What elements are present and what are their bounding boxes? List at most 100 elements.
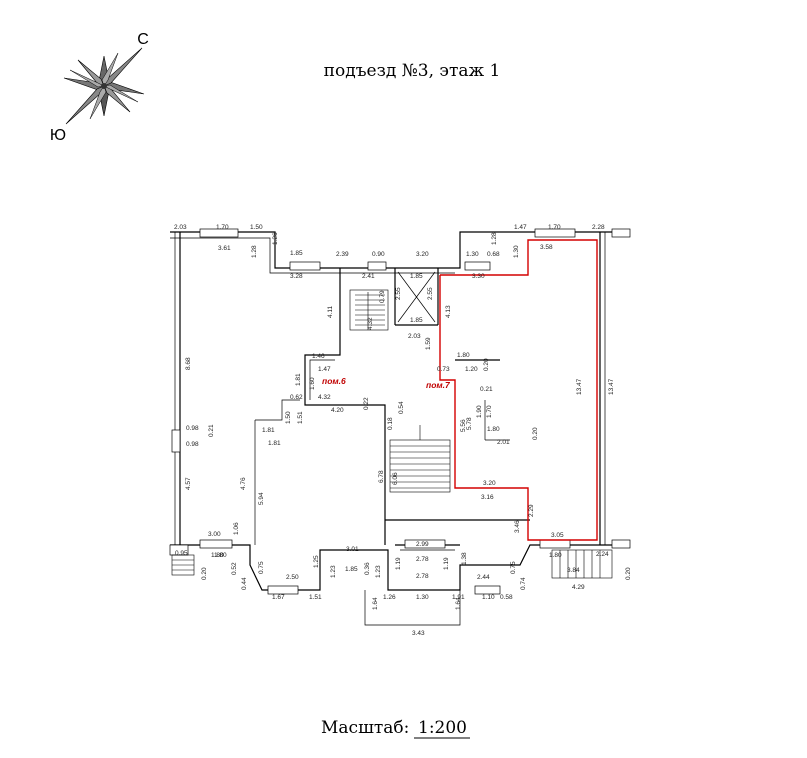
dimension-label: 1.80 [211, 552, 224, 559]
dimension-label: 1.25 [313, 555, 320, 568]
dimension-label: 1.10 [482, 594, 495, 601]
dimension-label: 3.01 [346, 546, 359, 553]
dimension-label: 4.29 [572, 584, 585, 591]
dimension-label: 5.94 [258, 492, 265, 505]
dimension-label: 3.28 [290, 273, 303, 280]
dimension-label: 1.51 [297, 411, 304, 424]
dimension-label: 2.39 [336, 251, 349, 258]
dimension-label: 1.23 [375, 565, 382, 578]
dimension-label: 2.99 [416, 541, 429, 548]
dimension-label: 1.51 [309, 594, 322, 601]
dimension-label: 2.03 [408, 333, 421, 340]
dimension-label: 2.24 [596, 551, 609, 558]
dimension-label: 0.90 [372, 251, 385, 258]
dimension-label: 0.73 [437, 366, 450, 373]
dimension-label: 1.90 [476, 405, 483, 418]
dimension-label: 4.76 [240, 477, 247, 490]
dimension-label: 13.47 [608, 378, 615, 395]
compass-north-label: С [137, 31, 149, 48]
dimension-label: 2.44 [477, 574, 490, 581]
room6-label: пом.6 [322, 376, 346, 386]
dimension-label: 2.78 [416, 573, 429, 580]
dimension-label: 2.55 [427, 287, 434, 300]
dimension-label: 0.20 [532, 427, 539, 440]
dimension-label: 2.41 [362, 273, 375, 280]
dimension-label: 3.30 [472, 273, 485, 280]
dimension-label: 1.67 [272, 594, 285, 601]
dimension-label: 1.91 [452, 594, 465, 601]
dimension-label: 6.06 [392, 472, 399, 485]
plan-stairs [171, 289, 613, 579]
dimension-label: 1.28 [491, 232, 498, 245]
dimension-label: 1.28 [251, 245, 258, 258]
scale-label: Масштаб: [321, 718, 409, 738]
dimension-label: 4.32 [367, 317, 374, 330]
dimension-label: 1.64 [455, 597, 462, 610]
dimension-label: 0.21 [480, 386, 493, 393]
plan-windows [169, 228, 631, 595]
dimension-label: 1.30 [416, 594, 429, 601]
dimension-label: 1.80 [549, 552, 562, 559]
dimension-label: 0.62 [290, 394, 303, 401]
dimension-label: 0.20 [201, 567, 208, 580]
dimension-label: 3.20 [483, 480, 496, 487]
plan-walls [170, 231, 630, 626]
dimension-label: 1.85 [345, 566, 358, 573]
dimension-label: 1.47 [318, 366, 331, 373]
dimension-label: 1.38 [461, 552, 468, 565]
dimension-label: 3.46 [514, 520, 521, 533]
scale-value: 1:200 [418, 718, 467, 738]
dimension-label: 1.20 [465, 366, 478, 373]
dimension-label: 1.80 [457, 352, 470, 359]
dimension-label: 0.75 [258, 561, 265, 574]
dimension-label: 6.78 [378, 470, 385, 483]
compass-south-label: Ю [50, 127, 66, 144]
page-title: подъезд №3, этаж 1 [324, 61, 501, 81]
dimension-label: 1.85 [410, 273, 423, 280]
dimension-label: 5.78 [466, 417, 473, 430]
dimension-label: 3.00 [208, 531, 221, 538]
dimension-label: 0.52 [231, 562, 238, 575]
dimension-label: 1.50 [285, 411, 292, 424]
dimension-label: 2.01 [497, 439, 510, 446]
dimension-label: 0.18 [387, 417, 394, 430]
dimension-label: 5.56 [460, 419, 467, 432]
dimension-label: 1.81 [295, 373, 302, 386]
dimension-label: 0.98 [186, 441, 199, 448]
compass-star-icon [63, 47, 145, 125]
dimension-label: 2.50 [286, 574, 299, 581]
dimension-label: 0.20 [483, 358, 490, 371]
dimension-label: 2.29 [528, 504, 535, 517]
dimension-label: 1.06 [233, 522, 240, 535]
dimension-label: 2.03 [174, 224, 187, 231]
dimension-label: 3.58 [540, 244, 553, 251]
dimension-label: 4.20 [331, 407, 344, 414]
dimension-label: 0.58 [500, 594, 513, 601]
dimension-label: 1.30 [466, 251, 479, 258]
dimension-label: 8.68 [185, 357, 192, 370]
dimension-label: 0.98 [186, 425, 199, 432]
dimension-label: 2.55 [395, 287, 402, 300]
dimension-label: 2.28 [592, 224, 605, 231]
room7-label: пом.7 [426, 380, 451, 390]
dimension-label: 0.22 [363, 397, 370, 410]
dimension-label: 1.46 [312, 353, 325, 360]
dimension-label: 1.85 [290, 250, 303, 257]
dimension-label: 2.78 [416, 556, 429, 563]
dimension-label: 0.68 [487, 251, 500, 258]
dimension-label: 0.75 [510, 561, 517, 574]
dimension-label: 0.20 [625, 567, 632, 580]
dimension-label: 1.85 [410, 317, 423, 324]
dimension-label: 1.81 [268, 440, 281, 447]
dimension-label: 0.54 [398, 401, 405, 414]
dimension-label: 1.60 [309, 377, 316, 390]
dimension-label: 1.64 [372, 597, 379, 610]
dimension-label: 1.26 [272, 232, 279, 245]
dimension-label: 0.36 [364, 562, 371, 575]
dimension-label: 4.32 [318, 394, 331, 401]
dimension-label: 1.50 [250, 224, 263, 231]
dimension-label: 1.19 [443, 557, 450, 570]
dimension-label: 1.30 [513, 245, 520, 258]
